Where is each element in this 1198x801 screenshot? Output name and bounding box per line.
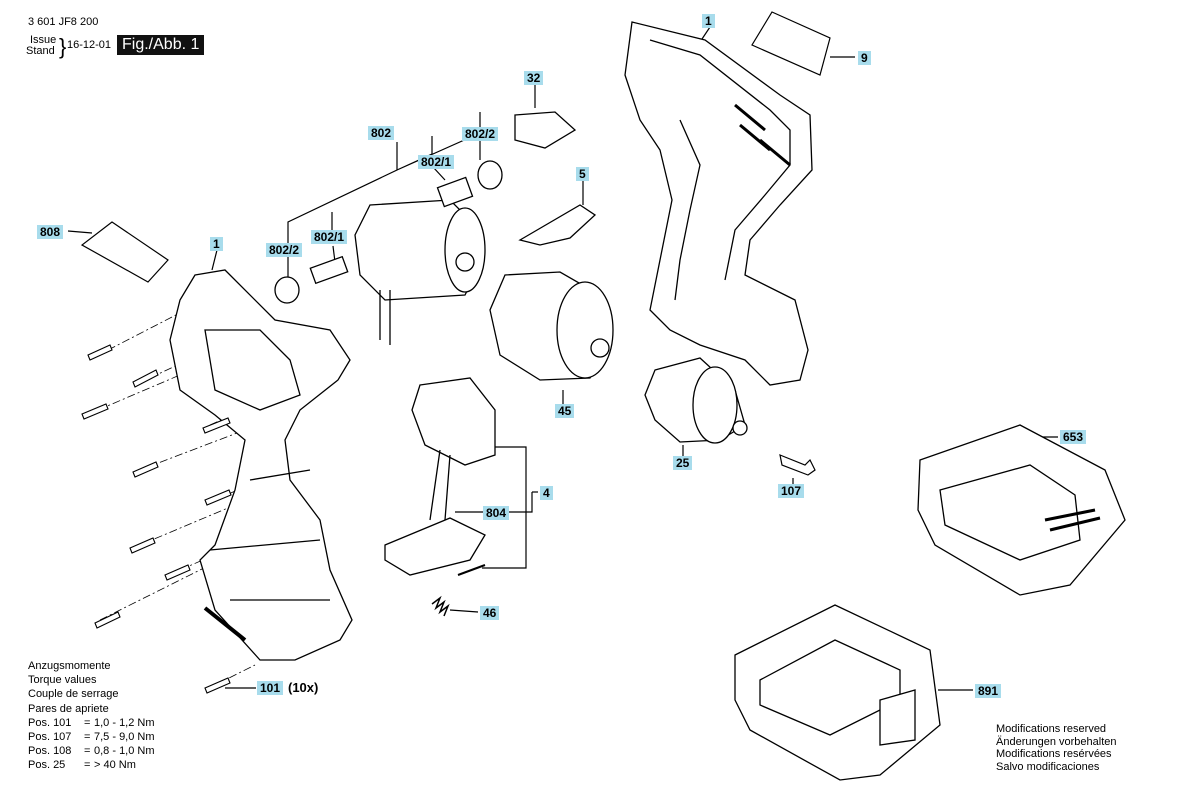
part-label-1-left: 1 bbox=[210, 237, 223, 251]
spring-46 bbox=[431, 595, 450, 617]
label-pad-808 bbox=[80, 221, 169, 283]
modifications-note: Modifications reserved Änderungen vorbeh… bbox=[996, 723, 1116, 773]
quantity-101: (10x) bbox=[288, 680, 319, 695]
part-label-808: 808 bbox=[37, 225, 64, 239]
brush-802-1-top bbox=[436, 176, 474, 208]
part-label-802-2-top: 802/2 bbox=[462, 127, 499, 141]
charger-653 bbox=[917, 424, 1126, 596]
housing-half-left bbox=[169, 269, 353, 661]
part-label-891: 891 bbox=[975, 684, 1002, 698]
part-label-5: 5 bbox=[576, 167, 589, 181]
part-label-32: 32 bbox=[524, 71, 544, 85]
motor-802 bbox=[274, 160, 503, 345]
brace-glyph: } bbox=[59, 34, 67, 59]
part-label-107: 107 bbox=[778, 484, 805, 498]
torque-heading-en: Torque values bbox=[28, 674, 97, 687]
torque-row: Pos. 107=7,5 - 9,0 Nm bbox=[28, 730, 155, 743]
issue-date: 16-12-01 bbox=[67, 39, 112, 51]
screws-101 bbox=[81, 344, 232, 694]
leader-808 bbox=[67, 230, 93, 234]
part-label-802: 802 bbox=[368, 126, 395, 140]
chuck-25 bbox=[644, 357, 748, 444]
leader-46 bbox=[449, 609, 479, 613]
issue-label: Issue bbox=[30, 34, 57, 46]
torque-row: Pos. 108=0,8 - 1,0 Nm bbox=[28, 745, 155, 758]
part-label-45: 45 bbox=[555, 404, 575, 418]
label-pad-9 bbox=[751, 11, 831, 76]
modifications-fr: Modifications resérvées bbox=[996, 748, 1112, 760]
bearing-802-2-left bbox=[274, 276, 300, 304]
modifications-de: Änderungen vorbehalten bbox=[996, 735, 1117, 748]
part-label-25: 25 bbox=[673, 456, 693, 470]
screw-axis-1 bbox=[107, 299, 206, 351]
torque-row: Pos. 25=> 40 Nm bbox=[28, 759, 136, 772]
housing-half-right bbox=[624, 21, 813, 386]
part-label-804: 804 bbox=[483, 506, 510, 520]
leader-1-left bbox=[211, 249, 218, 271]
part-number: 3 601 JF8 200 bbox=[28, 16, 99, 28]
leader-802-1-top bbox=[432, 166, 446, 181]
torque-heading-de: Anzugsmomente bbox=[28, 660, 111, 672]
figure-title: Fig./Abb. 1 bbox=[117, 35, 205, 55]
modifications-en: Modifications reserved bbox=[996, 723, 1107, 735]
slider-5 bbox=[518, 204, 597, 246]
part-label-1-top: 1 bbox=[702, 14, 715, 28]
switch-part-32 bbox=[514, 111, 577, 149]
brush-802-1-left bbox=[309, 255, 349, 285]
battery-891 bbox=[734, 604, 941, 781]
part-label-802-1-top: 802/1 bbox=[418, 155, 455, 169]
part-label-802-1-left: 802/1 bbox=[311, 230, 348, 244]
torque-heading-fr: Couple de serrage bbox=[28, 688, 119, 701]
part-label-4: 4 bbox=[540, 486, 553, 500]
modifications-es: Salvo modificaciones bbox=[996, 760, 1100, 773]
part-label-46: 46 bbox=[480, 606, 500, 620]
part-label-802-2-left: 802/2 bbox=[266, 243, 303, 257]
gearbox-45 bbox=[489, 271, 614, 381]
switch-assembly-4 bbox=[384, 377, 496, 576]
torque-row: Pos. 101=1,0 - 1,2 Nm bbox=[28, 716, 155, 729]
torque-heading-es: Pares de apriete bbox=[28, 702, 109, 715]
screw-107 bbox=[779, 454, 816, 476]
part-label-653: 653 bbox=[1060, 430, 1087, 444]
torque-values-block: Anzugsmomente Torque values Couple de se… bbox=[28, 659, 155, 773]
bearing-802-2-top bbox=[477, 160, 503, 190]
part-label-101: 101 bbox=[257, 681, 284, 695]
stand-label: Stand bbox=[26, 45, 55, 57]
part-label-9: 9 bbox=[858, 51, 871, 65]
